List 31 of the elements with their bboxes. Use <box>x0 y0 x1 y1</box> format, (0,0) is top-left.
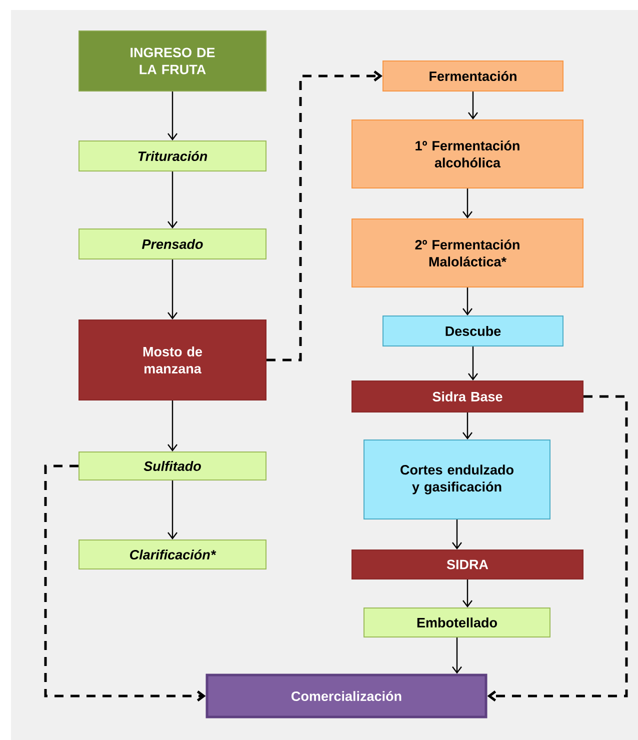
process-box: 1º Fermentación alcohólica <box>352 120 584 188</box>
arrow <box>266 70 382 362</box>
process-box: Cortes endulzado y gasificación <box>364 440 550 520</box>
process-box: Fermentación <box>382 60 564 92</box>
process-box: Comercialización <box>206 674 488 718</box>
arrow <box>452 520 462 550</box>
arrow <box>168 172 178 229</box>
arrow <box>452 638 462 674</box>
arrow <box>168 92 178 141</box>
process-box: Sidra Base <box>352 380 584 412</box>
process-box: INGRESO DE LA FRUTA <box>78 30 266 92</box>
arrow <box>487 395 628 702</box>
arrow <box>462 412 472 440</box>
arrow <box>462 288 472 316</box>
arrow <box>168 400 178 452</box>
process-box: Prensado <box>78 228 266 260</box>
arrow <box>168 480 178 540</box>
arrow <box>44 464 206 702</box>
process-box: Clarificación* <box>78 540 266 570</box>
process-box: Trituración <box>78 140 266 172</box>
arrow <box>462 580 472 608</box>
arrow <box>468 346 478 381</box>
process-box: 2º Fermentación Maloláctica* <box>352 218 584 288</box>
process-box: Mosto de manzana <box>78 320 266 400</box>
arrow <box>462 188 472 219</box>
arrow <box>168 260 178 320</box>
process-box: Sulfitado <box>78 452 266 480</box>
process-box: Descube <box>382 316 564 346</box>
arrow <box>468 92 478 120</box>
process-box: SIDRA <box>352 550 584 580</box>
process-box: Embotellado <box>364 608 550 638</box>
